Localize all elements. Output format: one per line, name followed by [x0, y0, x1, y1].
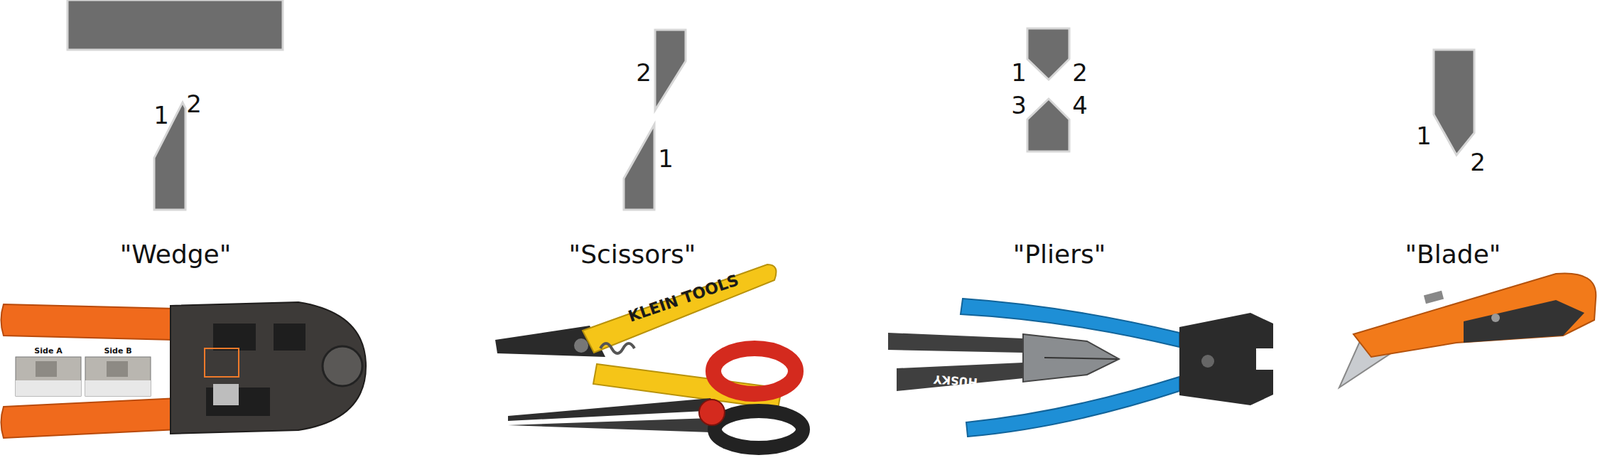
utility-knife: [1339, 272, 1596, 388]
crimper-tool: [1, 301, 367, 438]
scissor-upper-blade: [655, 29, 686, 111]
tool-title: "Blade": [1405, 241, 1502, 268]
pliers-tools: [888, 298, 1275, 437]
photo-caption: Side A: [34, 346, 62, 355]
callout-number: 2: [635, 60, 652, 85]
plier-upper-jaw: [1027, 28, 1070, 80]
callout-number: 1: [153, 103, 170, 128]
tool-title: "Wedge": [120, 241, 232, 268]
callout-number: 2: [1469, 149, 1486, 175]
anvil-bar: [67, 0, 283, 50]
callout-number: 4: [1072, 93, 1088, 118]
brand-text: HUSKY: [933, 373, 979, 388]
callout-number: 3: [1011, 93, 1027, 118]
callout-number: 1: [657, 146, 674, 171]
blade-profile: [1433, 49, 1475, 155]
callout-number: 1: [1415, 123, 1432, 148]
tool-title: "Pliers": [1013, 241, 1107, 268]
photo-caption: Side B: [103, 346, 132, 355]
cross-sections: [67, 0, 1475, 210]
scissor-lower-blade: [623, 124, 655, 210]
callout-number: 1: [1011, 60, 1027, 85]
wedge-profile: [154, 102, 186, 210]
stripper-and-scissors: [495, 264, 803, 448]
callout-number: 2: [186, 91, 202, 116]
plier-lower-jaw: [1027, 98, 1070, 152]
callout-number: 2: [1072, 60, 1088, 85]
tool-title: "Scissors": [569, 241, 697, 268]
